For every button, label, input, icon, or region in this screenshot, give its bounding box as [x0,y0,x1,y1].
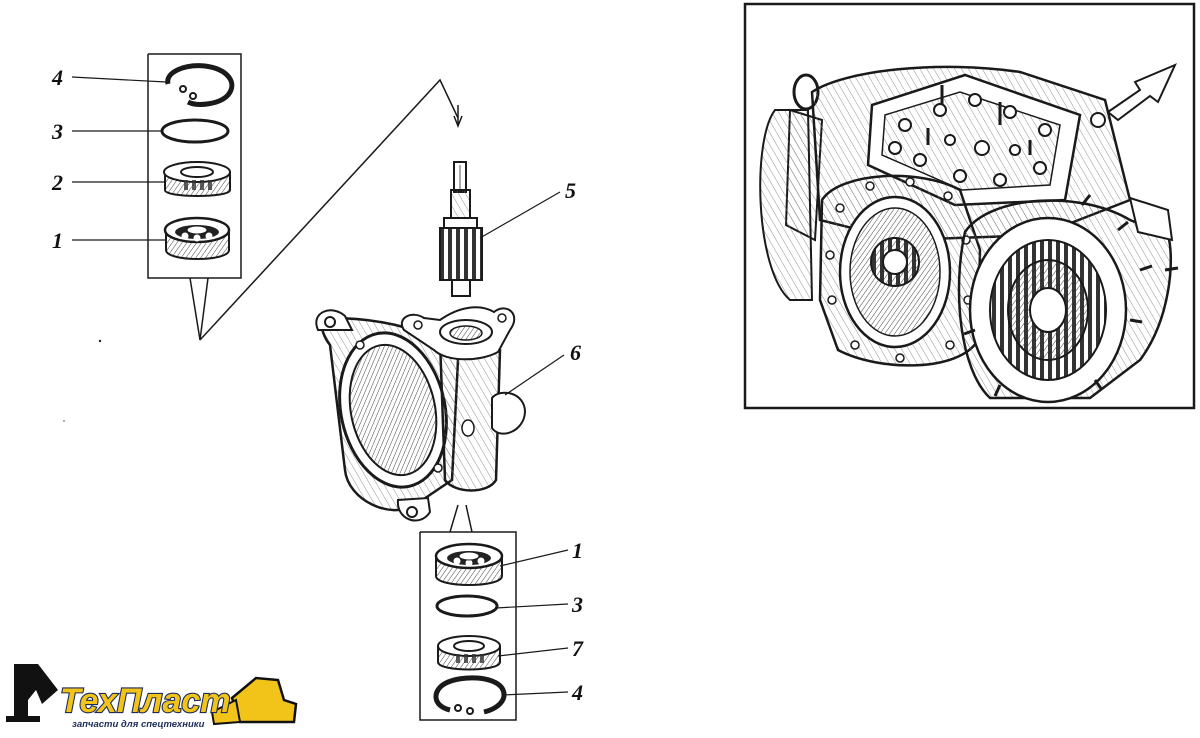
cage-part [163,161,231,197]
ball-bearing-part-lower [434,542,504,586]
callout-bottom-seal: 3 [571,592,583,617]
brand-name: ТехПласт [60,682,231,720]
down-arrow-icon [453,105,463,129]
callout-top-cage: 2 [51,170,63,195]
callout-top-seal: 3 [51,119,63,144]
housing-part [315,306,527,522]
gearbox-illustration [743,2,1196,410]
callout-housing: 6 [570,340,581,365]
bottom-parts-stack: 1 3 7 4 [419,504,584,721]
assembly-guide-line [199,78,459,341]
cage-part-lower [437,635,501,671]
ball-bearing-part [163,216,231,260]
callout-bottom-cage: 7 [572,636,584,661]
o-ring-part [160,118,230,144]
excavator-logo-icon [14,664,58,716]
snap-ring-part [165,63,235,107]
pointer-arrow-icon [1106,63,1177,122]
callout-top-ring: 4 [51,65,63,90]
snap-ring-part-lower [433,675,507,715]
o-ring-part-lower [435,594,499,618]
brand-tagline: запчасти для спецтехники [72,719,205,730]
callout-bottom-ring: 4 [571,680,583,705]
callout-shaft: 5 [565,178,576,203]
callout-top-bearing: 1 [52,228,63,253]
top-parts-stack: 4 3 2 1 [51,53,242,341]
loader-logo-icon [230,676,298,724]
shaft-part [439,161,483,297]
brand-logo: ТехПласт запчасти для спецтехники [6,664,298,730]
callout-bottom-bearing: 1 [572,538,583,563]
